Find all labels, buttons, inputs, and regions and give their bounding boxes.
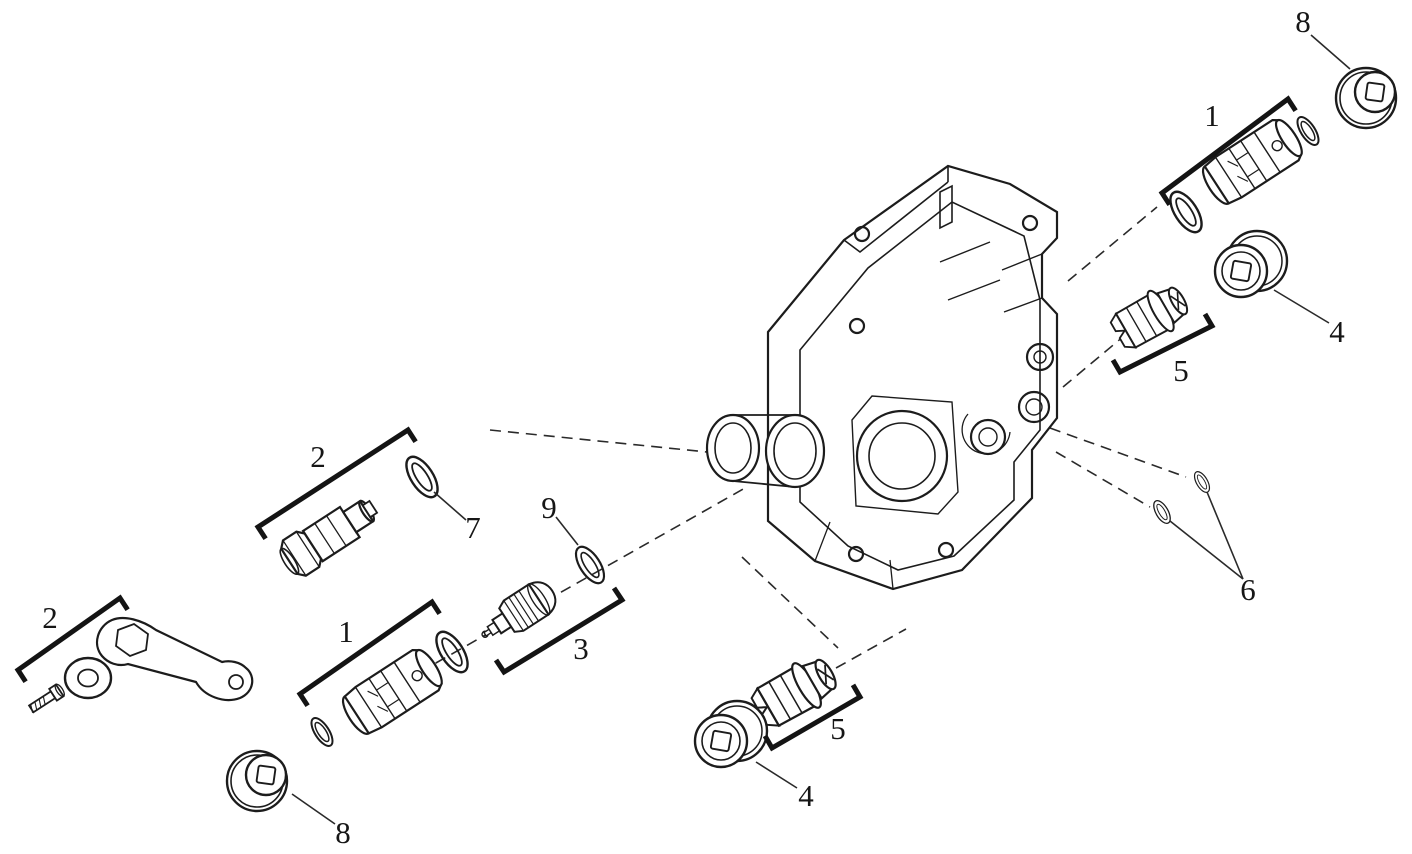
o-ring-9-part (569, 541, 611, 589)
label-8-top-right: 8 (1295, 4, 1311, 39)
socket-plug-right (1213, 229, 1289, 299)
label-7-middle: 7 (465, 510, 481, 545)
label-1-lower-left: 1 (338, 614, 354, 649)
plug-part-bottom-left (225, 749, 289, 813)
label-5-right: 5 (1173, 353, 1189, 388)
leader-6-upper (1206, 491, 1244, 580)
bracket-3-center (493, 586, 626, 676)
valve-cartridge-center (471, 574, 563, 652)
leader-4-bottom (755, 761, 798, 789)
leader-8-top-right (1310, 34, 1351, 70)
label-4-right: 4 (1329, 314, 1345, 349)
label-6-right: 6 (1240, 572, 1256, 607)
assembly-axis-lines (419, 206, 1187, 673)
label-3-center: 3 (573, 631, 589, 666)
leader-7 (433, 491, 467, 521)
leader-8-bottom-left (291, 793, 336, 825)
label-2-far-left: 2 (42, 600, 58, 635)
leader-6-lower (1169, 520, 1244, 580)
label-1-top-right: 1 (1204, 98, 1220, 133)
label-4-bottom: 4 (798, 778, 814, 813)
label-8-bottom-left: 8 (335, 815, 351, 850)
socket-plug-bottom (693, 699, 769, 769)
bracket-1-top-right (1158, 95, 1298, 207)
bracket-5-bottom (762, 683, 864, 752)
label-9-center: 9 (541, 490, 557, 525)
label-2-middle-left: 2 (310, 439, 326, 474)
leader-4-right (1273, 289, 1330, 324)
screw-part (25, 681, 67, 717)
pump-housing (705, 164, 1059, 591)
bracket-5-right (1110, 312, 1216, 376)
plug-part-top-right (1334, 66, 1398, 130)
washer-part (63, 656, 113, 700)
bracket-1-lower-left (296, 598, 442, 708)
lever-arm-part (95, 616, 254, 702)
o-ring-top-right (1163, 185, 1209, 239)
bracket-2-far-left (14, 594, 130, 684)
label-5-bottom: 5 (830, 711, 846, 746)
bracket-2-middle-left (254, 426, 418, 541)
seal-ring-right-upper (1190, 468, 1214, 496)
retaining-ring-lower-left (306, 713, 338, 751)
leader-9 (555, 516, 579, 546)
